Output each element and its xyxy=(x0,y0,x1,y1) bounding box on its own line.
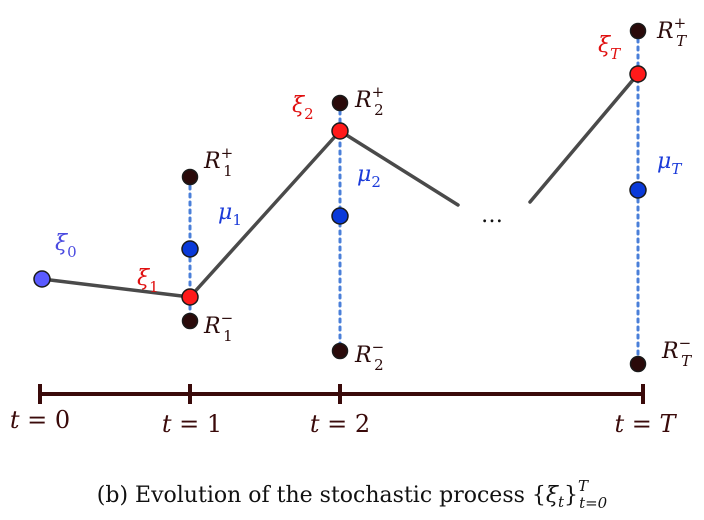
r2-minus-node xyxy=(331,342,349,360)
mu1-node xyxy=(181,240,199,258)
rT-minus-label: R−T xyxy=(661,334,692,370)
r1-minus-node xyxy=(181,312,199,330)
xiT-node xyxy=(629,65,647,83)
figure-caption: (b) Evolution of the stochastic process … xyxy=(97,477,608,512)
path-segment-0-1 xyxy=(40,277,192,299)
path-segment-1-2 xyxy=(188,129,342,299)
nodes xyxy=(33,22,647,373)
process-path xyxy=(40,72,640,299)
rT-plus-label: R+T xyxy=(656,14,687,50)
xi1-node xyxy=(181,288,199,306)
r2-plus-label: R+2 xyxy=(354,83,384,119)
mu2-label: μ2 xyxy=(357,162,381,191)
tick-label-t2: t = 2 xyxy=(310,410,370,438)
xi2-node xyxy=(331,122,349,140)
rT-minus-node xyxy=(629,355,647,373)
xi2-label: ξ2 xyxy=(292,93,314,123)
xiT-label: ξT xyxy=(598,33,621,63)
muT-label: μT xyxy=(657,149,682,178)
path-segment-gap-T xyxy=(528,72,640,204)
muT-node xyxy=(629,181,647,199)
r1-plus-label: R+1 xyxy=(203,144,233,180)
tick-label-t1: t = 1 xyxy=(162,410,222,438)
ellipsis: … xyxy=(481,203,503,228)
mu2-node xyxy=(331,207,349,225)
xi1-label: ξ1 xyxy=(137,266,159,296)
r2-minus-label: R−2 xyxy=(354,338,384,374)
xi0-node xyxy=(33,270,51,288)
timeline-axis xyxy=(38,384,645,404)
path-segment-2-gap xyxy=(338,129,460,207)
r1-plus-node xyxy=(181,168,199,186)
mu1-label: μ1 xyxy=(218,200,242,229)
tick-label-tT: t = T xyxy=(614,410,677,438)
xi0-label: ξ0 xyxy=(55,231,77,261)
tick-label-t0: t = 0 xyxy=(10,406,70,434)
r2-plus-node xyxy=(331,94,349,112)
r1-minus-label: R−1 xyxy=(203,309,233,345)
dotted-connectors xyxy=(188,29,640,366)
rT-plus-node xyxy=(629,22,647,40)
